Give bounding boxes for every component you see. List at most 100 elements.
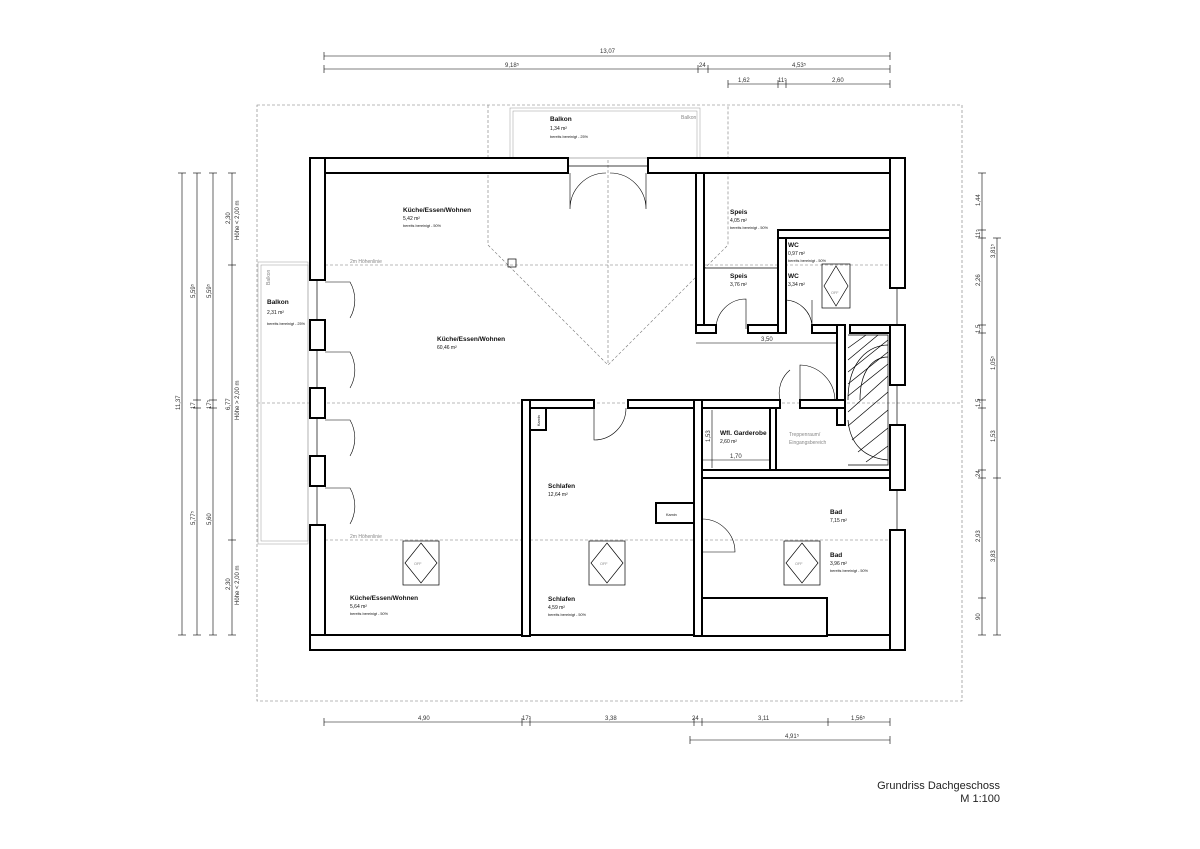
dim-bottom-c: 3,38: [605, 716, 617, 722]
wc-top-note: bereits bereinigt - 50%: [788, 259, 827, 263]
dim-right-i: 24: [976, 470, 982, 477]
dim-left-a: 5,59⁵: [190, 283, 197, 298]
dim-left-d: 5,60: [207, 513, 213, 525]
balcony-top-name: Balkon: [550, 116, 572, 123]
dim-right-d: 3,81⁵: [990, 243, 997, 258]
dormer-outline: [487, 105, 729, 366]
wc-low-name: WC: [788, 273, 799, 280]
svg-text:OFF: OFF: [600, 562, 608, 566]
dim-top-a: 9,18⁵: [505, 62, 520, 69]
dim-left-h2-note: Höhe > 2,00 m: [235, 380, 241, 420]
kew-main-area: 60,46 m²: [437, 345, 457, 351]
speis-low-area: 3,76 m²: [730, 282, 747, 288]
dim-right-g: 1,5: [976, 398, 982, 407]
dim-chain-top: [323, 52, 891, 88]
skylight-2: OFF: [588, 540, 626, 586]
kew-top-note: bereits bereinigt - 50%: [403, 224, 442, 228]
door-bad: [701, 518, 736, 553]
garderobe-name: Wfl. Garderobe: [720, 430, 767, 437]
garderobe-area: 2,60 m²: [720, 439, 737, 445]
staircase: [847, 334, 889, 466]
dim-inner-170: 1,70: [730, 454, 742, 460]
balcony-left-area: 2,31 m²: [267, 310, 284, 316]
dim-right-h: 1,53: [991, 430, 997, 442]
door-speis: [715, 298, 747, 333]
balcony-left-note: bereits bereinigt - 25%: [267, 322, 306, 326]
dim-left-b: 5,59⁵: [206, 283, 213, 298]
speis-top-note: bereits bereinigt - 50%: [730, 226, 769, 230]
svg-text:OFF: OFF: [831, 291, 839, 295]
dim-left-total: 11,37: [176, 395, 182, 410]
dim-right-f: 1,05⁵: [990, 355, 997, 370]
dim-right-c: 2,26: [976, 274, 982, 286]
svg-text:OFF: OFF: [795, 562, 803, 566]
schlafen-low-note: bereits bereinigt - 50%: [548, 613, 587, 617]
dim-chain-bottom: [323, 718, 891, 744]
door-entry: [778, 369, 791, 401]
dim-bottom-d: 24: [692, 716, 699, 722]
dim-left-h1-note: Höhe < 2,00 m: [235, 200, 241, 240]
balcony-top-note: bereits bereinigt - 25%: [550, 135, 589, 139]
dim-right-j: 2,93: [976, 530, 982, 542]
height-line-label-bottom: 2m Höhenlinie: [350, 534, 382, 540]
kamin-label-2: Kamin: [666, 513, 677, 517]
dim-left-h3-note: Höhe < 2,00 m: [235, 565, 241, 605]
door-stair: [799, 364, 836, 401]
speis-low-name: Speis: [730, 273, 748, 280]
dim-left-c: 5,77⁵: [190, 510, 197, 525]
dim-bottom-b: 17⁵: [522, 715, 532, 722]
dim-top-f: 2,60: [832, 78, 844, 84]
dim-inner-350: 3,50: [761, 337, 773, 343]
skylight-4: OFF: [821, 263, 851, 309]
dim-bottom-f: 1,56⁵: [851, 715, 866, 722]
balcony-door-right: [609, 172, 647, 210]
treppenraum-name-2: Eingangsbereich: [789, 440, 826, 446]
bad-main-area: 7,15 m²: [830, 518, 847, 524]
dim-left-h2: 6,77: [226, 398, 232, 410]
balcony-top-corner-label: Balkon: [681, 115, 697, 121]
kew-bottom-name: Küche/Essen/Wohnen: [350, 595, 418, 602]
balcony-top: [509, 107, 701, 159]
speis-top-name: Speis: [730, 209, 748, 216]
skylight-1: OFF: [402, 540, 440, 586]
dim-right-b: 11⁵: [975, 229, 982, 238]
dim-right-k: 3,83: [991, 550, 997, 562]
door-wc: [785, 299, 813, 326]
speis-top-area: 4,05 m²: [730, 218, 747, 224]
balcony-left-name: Balkon: [267, 299, 289, 306]
dim-top-c: 4,53⁵: [792, 62, 807, 69]
balcony-top-area: 1,34 m²: [550, 126, 567, 132]
balcony-left-vertical-label: Balkon: [266, 269, 272, 285]
schlafen-main-area: 12,64 m²: [548, 492, 568, 498]
bad-low-note: bereits bereinigt - 50%: [830, 569, 869, 573]
wc-low-area: 3,34 m²: [788, 282, 805, 288]
kew-bottom-area: 5,64 m²: [350, 604, 367, 610]
dim-chain-left: [178, 172, 236, 636]
door-schlafen: [593, 407, 627, 441]
dim-bottom-total: 4,91⁵: [785, 733, 800, 740]
bad-main-name: Bad: [830, 509, 842, 516]
svg-text:OFF: OFF: [414, 562, 422, 566]
dim-right-l: 90: [976, 613, 982, 620]
dim-top-e: 11⁵: [778, 77, 787, 84]
drawing-title: Grundriss Dachgeschoss: [877, 780, 1000, 792]
balcony-door-left: [569, 172, 607, 210]
height-line-label-top: 2m Höhenlinie: [350, 259, 382, 265]
kamin-label-1: Kamin: [537, 415, 541, 426]
bad-low-name: Bad: [830, 552, 842, 559]
kew-bottom-note: bereits bereinigt - 50%: [350, 612, 389, 616]
dim-left-h3: 2,30: [226, 578, 232, 590]
dim-right-e: 1,5: [976, 324, 982, 333]
dim-left-h1: 2,30: [226, 212, 232, 224]
dim-bottom-e: 3,11: [758, 716, 770, 722]
treppenraum-name-1: Treppenraum/: [789, 432, 821, 438]
schlafen-main-name: Schlafen: [548, 483, 575, 490]
wc-top-area: 0,97 m²: [788, 251, 805, 257]
roof-outline: [256, 104, 963, 702]
dim-chain-right: [978, 172, 1001, 636]
dim-left-e: 17: [191, 402, 197, 409]
dim-right-a: 1,44: [976, 194, 982, 206]
kew-top-area: 5,42 m²: [403, 216, 420, 222]
dim-top-b: 24: [699, 63, 706, 69]
